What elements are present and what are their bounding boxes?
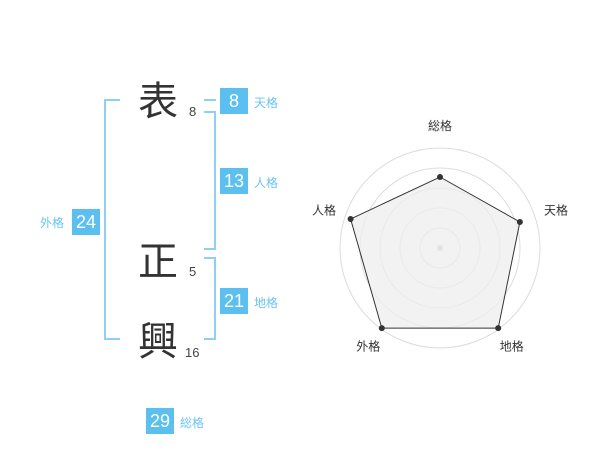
chikaku-value-badge: 21 [220,288,248,314]
name-char-1: 表 [138,79,178,125]
radar-axis-label-4: 外格 [356,339,380,354]
name-char-3: 興 [138,319,178,365]
jinkaku-bracket-top [204,111,216,113]
tenkaku-connector [204,99,216,101]
jinkaku-value-badge: 13 [220,168,248,194]
soukaku-value-badge: 29 [146,408,174,434]
radar-axis-label-1: 総格 [428,118,452,133]
stroke-count-2: 5 [189,264,197,279]
jinkaku-bracket-vertical [214,111,216,250]
radar-axis-label-2: 天格 [544,202,568,217]
jinkaku-bracket-bottom [204,248,216,250]
radar-point-3 [495,325,502,332]
chikaku-bracket-top [204,257,216,259]
radar-point-5 [347,215,354,222]
chikaku-bracket-bottom [204,338,216,340]
gaikaku-bracket-vertical [104,99,106,340]
radar-ring-5 [339,147,541,349]
tenkaku-label: 天格 [254,96,279,110]
tenkaku-value-badge: 8 [220,88,248,114]
radar-point-1 [437,174,443,180]
radar-axis-label-5: 人格 [312,202,336,217]
gaikaku-label: 外格 [40,216,65,230]
jinkaku-label: 人格 [254,176,279,190]
stroke-count-1: 8 [189,104,197,119]
stroke-count-3: 16 [185,345,200,360]
gaikaku-bracket-bottom [104,338,120,340]
gaikaku-value-badge: 24 [72,209,100,235]
radar-point-4 [378,325,385,332]
name-char-2: 正 [138,239,178,285]
radar-axis-label-3: 地格 [500,339,524,354]
chikaku-label: 地格 [254,296,279,310]
radar-point-2 [516,219,523,226]
chikaku-bracket-vertical [214,257,216,340]
soukaku-label: 総格 [180,416,205,430]
gaikaku-bracket-top [104,99,120,101]
radar-polygon [350,176,521,329]
